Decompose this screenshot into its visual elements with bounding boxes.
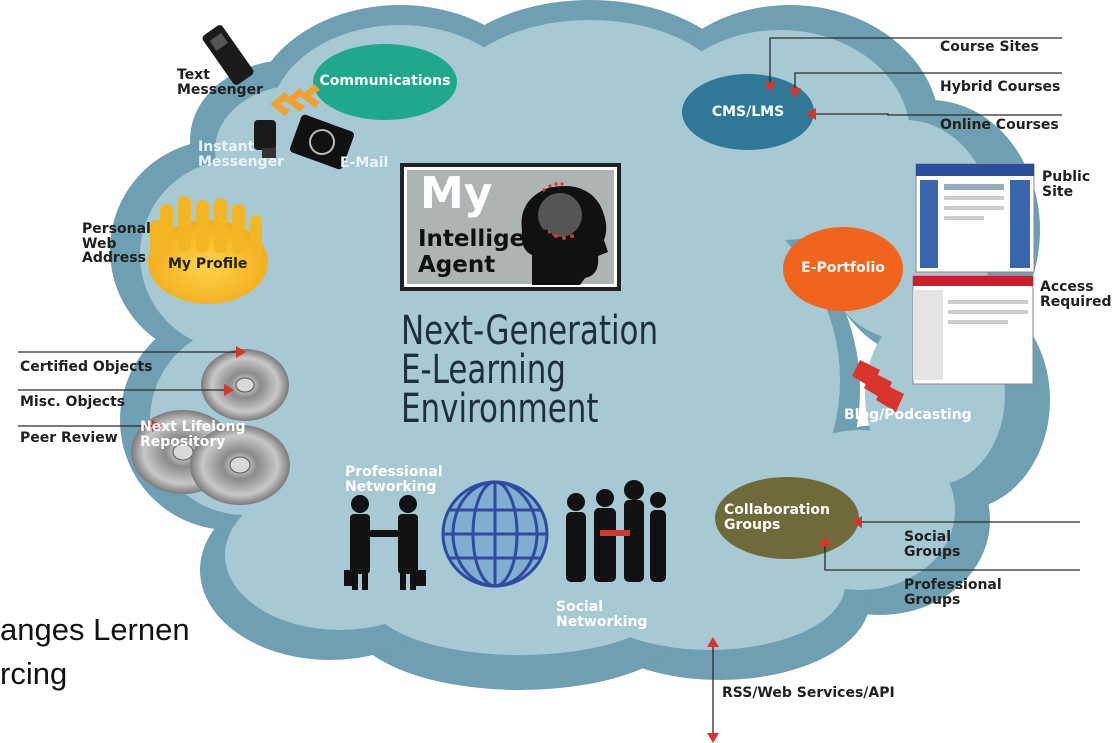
e-portfolio-ellipse: [783, 227, 903, 311]
public-site-screenshot: [915, 163, 1035, 273]
slide-text-fragment-1: anges Lernen: [0, 612, 190, 647]
orange-arrows-icon: [270, 84, 320, 116]
my-profile-label: My Profile: [168, 256, 248, 272]
professional-networking-label: Professional Networking: [345, 464, 443, 495]
communications-ellipse: [313, 44, 457, 120]
rss-label: RSS/Web Services/API: [722, 685, 895, 701]
access-required-label: Access Required: [1040, 279, 1112, 310]
social-groups-label: Social Groups: [904, 529, 961, 560]
handshake-silhouette-icon: [344, 495, 426, 590]
cms-lms-ellipse: [682, 74, 814, 150]
personal-web-address-label: Personal Web Address: [82, 221, 151, 267]
social-networking-label: Social Networking: [556, 599, 648, 630]
blog-podcasting-label: Blog/Podcasting: [844, 407, 972, 423]
peer-review-label: Peer Review: [20, 430, 118, 446]
agent-my-text: My: [420, 168, 493, 219]
instant-messenger-icon: [254, 120, 276, 158]
social-silhouette-icon: [566, 480, 666, 582]
agent-name-text: Intelligent Agent: [418, 226, 553, 278]
hands-icon: [148, 196, 268, 304]
phone-icon: [202, 25, 254, 85]
main-title: Next-Generation E-Learning Environment: [401, 308, 659, 432]
course-sites-label: Course Sites: [940, 39, 1039, 55]
communications-label: Communications: [319, 73, 451, 90]
slide-text-fragment-2: rcing: [0, 656, 68, 691]
blog-chevrons-icon: [852, 360, 904, 412]
access-required-screenshot: [912, 275, 1034, 385]
arrowheads: [152, 82, 862, 743]
repository-label: Next Lifelong Repository: [140, 419, 246, 450]
collaboration-ellipse: [715, 477, 859, 559]
certified-objects-label: Certified Objects: [20, 359, 153, 375]
professional-groups-label: Professional Groups: [904, 577, 1002, 608]
instant-messenger-label: Instant Messenger: [198, 139, 284, 170]
cd-stack-icon: [131, 349, 290, 505]
text-messenger-label: Text Messenger: [177, 67, 263, 98]
hybrid-courses-label: Hybrid Courses: [940, 79, 1061, 95]
intelligent-agent-panel: [400, 163, 621, 291]
online-courses-label: Online Courses: [940, 117, 1059, 133]
cms-lms-label: CMS/LMS: [711, 104, 785, 121]
email-label: E-Mail: [340, 155, 389, 171]
public-site-label: Public Site: [1042, 169, 1091, 200]
e-portfolio-label: E-Portfolio: [801, 260, 885, 277]
collaboration-groups-label: Collaboration Groups: [724, 501, 831, 533]
connector-lines: [18, 37, 1080, 738]
email-device-icon: [289, 114, 355, 170]
misc-objects-label: Misc. Objects: [20, 394, 126, 410]
globe-icon: [441, 480, 549, 588]
